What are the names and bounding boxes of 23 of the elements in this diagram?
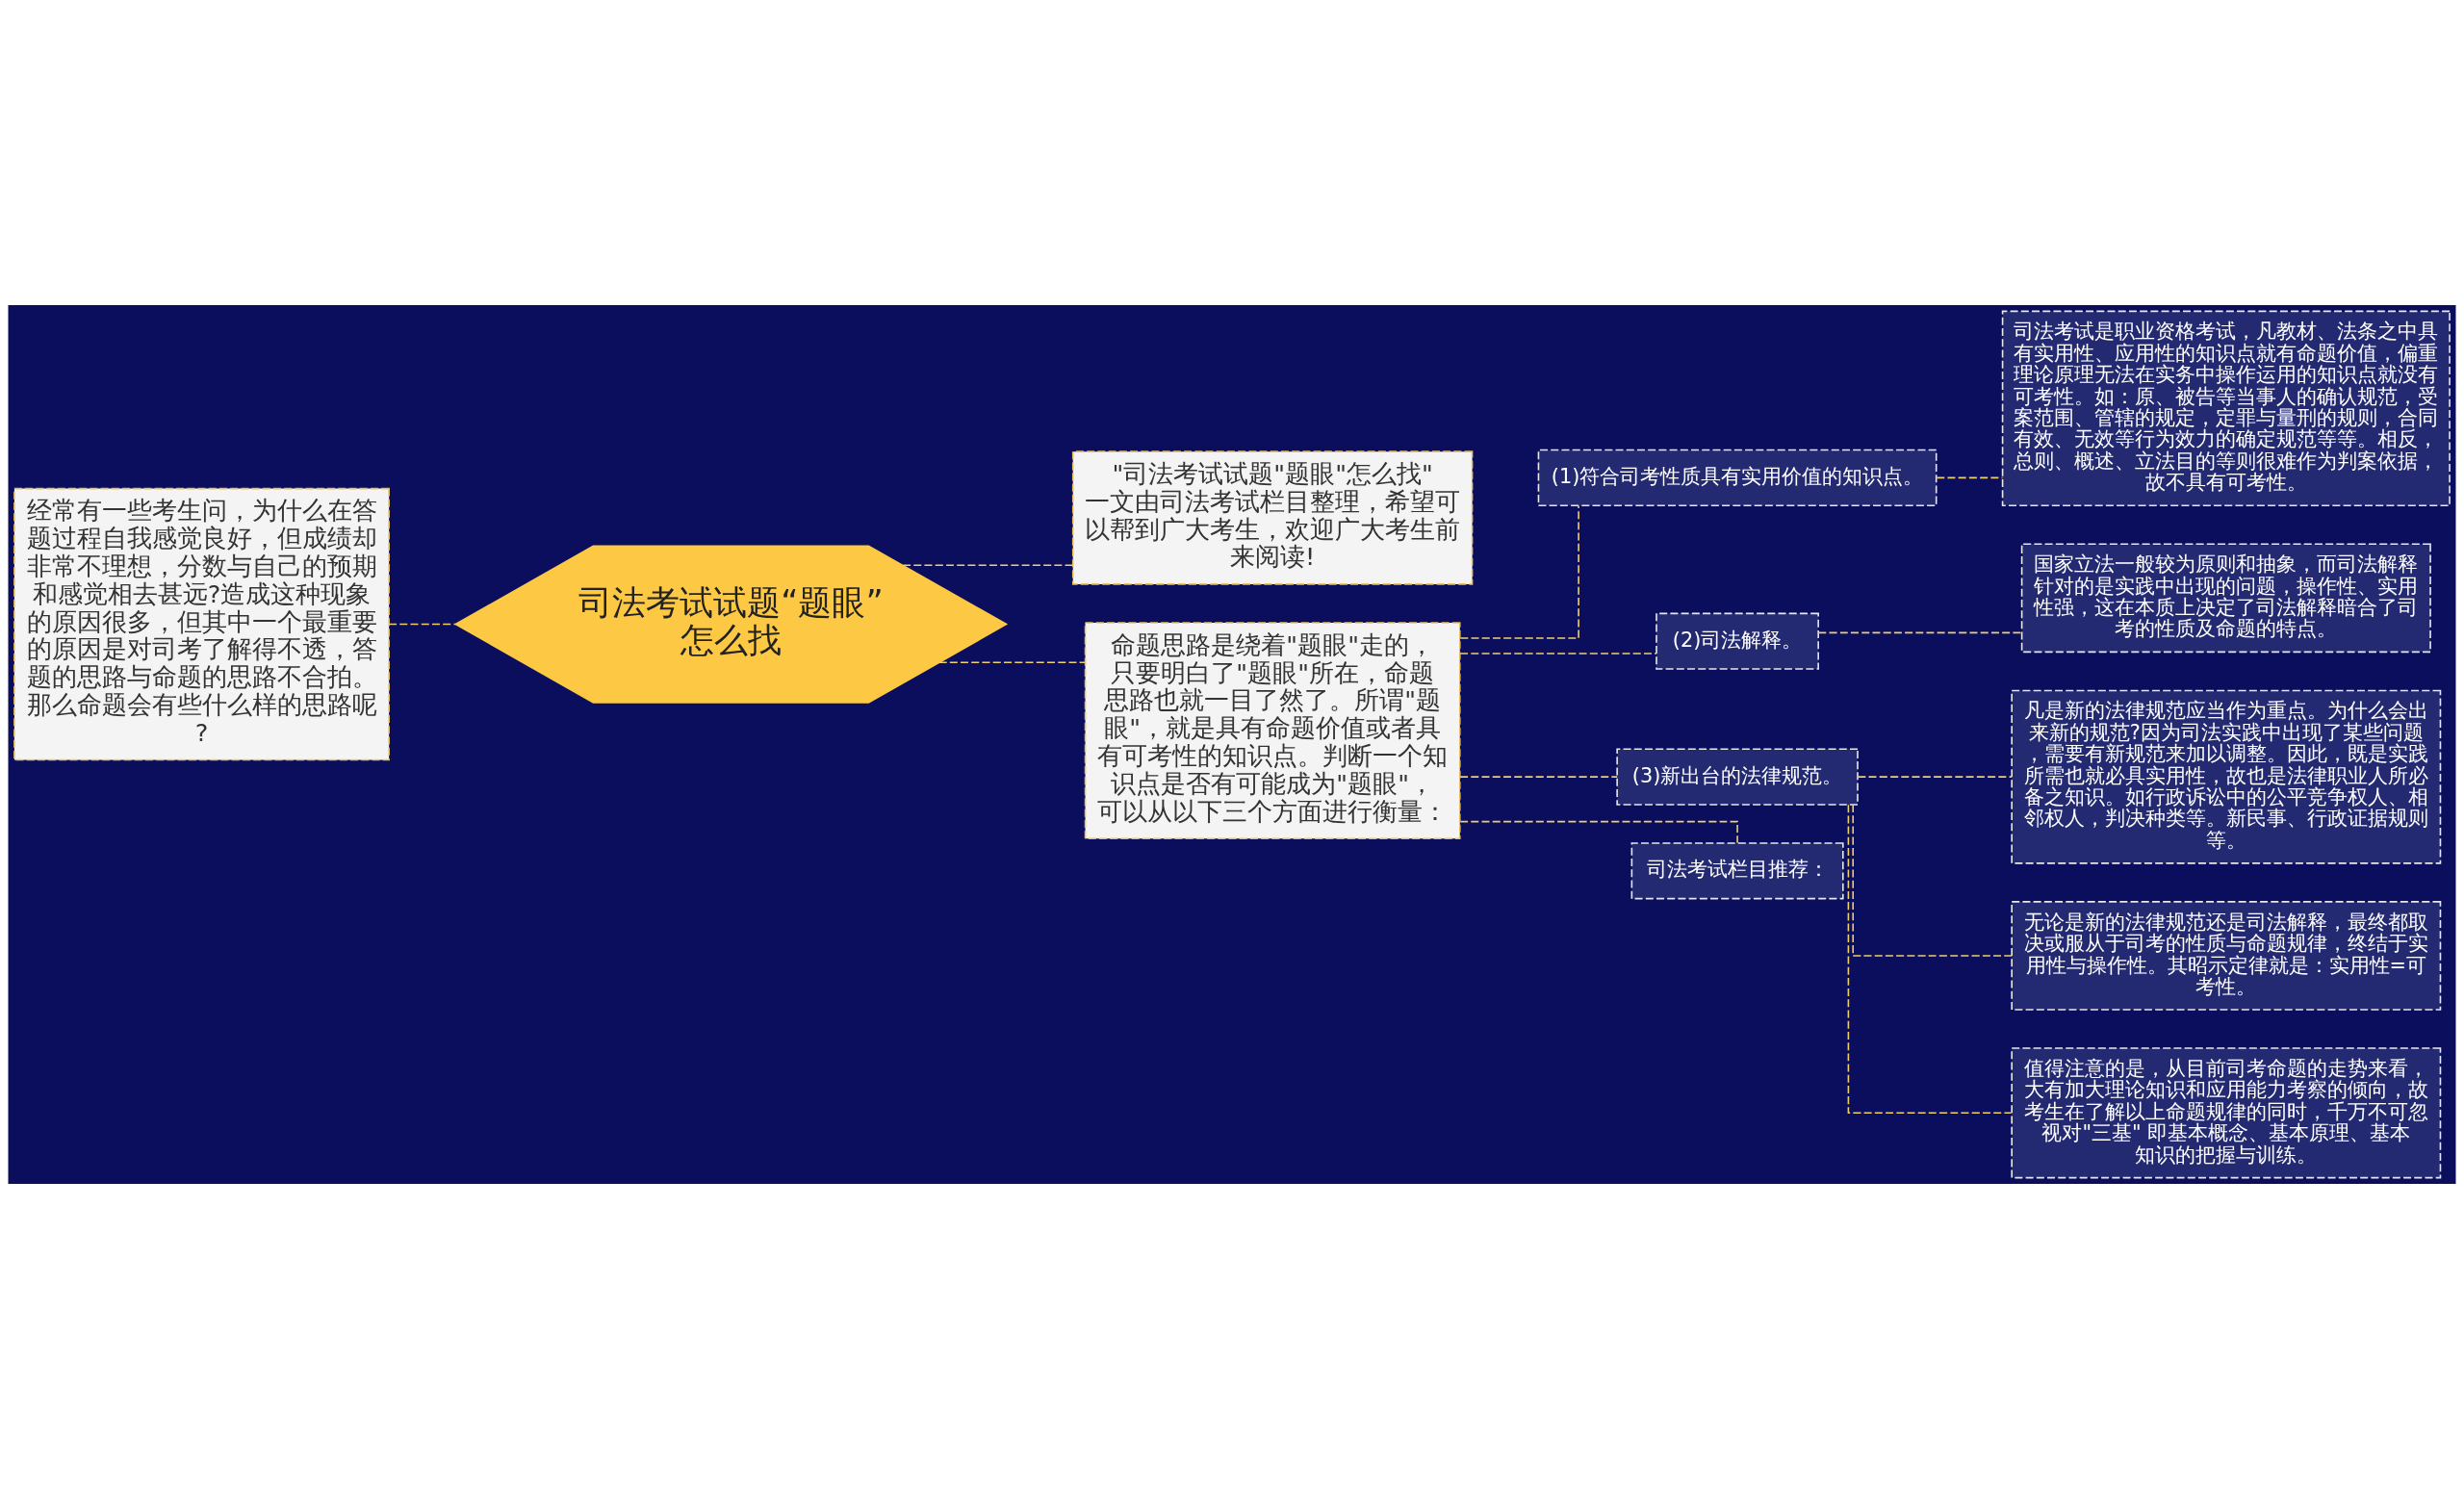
connector [1936, 476, 2004, 479]
connector [1459, 653, 1657, 655]
node-box: (3)新出台的法律规范。 [1616, 748, 1859, 806]
connector [902, 564, 1074, 566]
node-box: 国家立法一般较为原则和抽象，而司法解释针对的是实践中出现的问题，操作性、实用性强，这在本质上决定了司法解释暗合了司考的性质及命题的特点。 [2020, 543, 2431, 654]
node-box: 命题思路是绕着"题眼"走的，只要明白了"题眼"所在，命题思路也就一目了然了。所谓"题眼"，就是具有命题价值或者具有可考性的知识点。判断一个知识点是否有可能成为"题眼"，可以从以下三个方面进行衡量： [1084, 622, 1461, 839]
connector [1459, 776, 1618, 778]
connector [1857, 776, 2013, 778]
node-box: "司法考试试题"题眼"怎么找"一文由司法考试栏目整理，希望可以帮到广大考生，欢迎广大考生前来阅读! [1071, 450, 1474, 585]
node-box: 司法考试栏目推荐： [1630, 842, 1844, 900]
connector [1459, 504, 1579, 639]
node-box: 无论是新的法律规范还是司法解释，最终都取决或服从于司考的性质与命题规律，终结于实用性与操作性。其昭示定律就是：实用性=可考性。 [2011, 901, 2442, 1011]
connector [1847, 804, 2013, 1115]
connector [1817, 631, 2023, 634]
connector [1852, 804, 2013, 957]
node-box: 值得注意的是，从目前司考命题的走势来看，大有加大理论知识和应用能力考察的倾向，故考生在了解以上命题规律的同时，千万不可忽视对"三基" 即基本概念、基本原理、基本知识的把握与训练。 [2011, 1047, 2442, 1179]
node-box: 凡是新的法律规范应当作为重点。为什么会出来新的规范?因为司法实践中出现了某些问题，需要有新规范来加以调整。因此，既是实践所需也就必具实用性，故也是法律职业人所必备之知识。如行政诉讼中的公平竞争权人、相邻权人，判决种类等。新民事、行政证据规则等。 [2011, 689, 2442, 864]
node-box: (1)符合司考性质具有实用价值的知识点。 [1537, 449, 1938, 507]
connector [388, 623, 456, 626]
node-box: (2)司法解释。 [1656, 612, 1819, 670]
node-box: 经常有一些考生问，为什么在答题过程自我感觉良好，但成绩却非常不理想，分数与自己的预期和感觉相去甚远?造成这种现象的原因很多，但其中一个最重要的原因是对司考了解得不透，答题的思路与命题的思路不合拍。那么命题会有些什么样的思路呢? [13, 487, 390, 761]
node-box: 司法考试是职业资格考试，凡教材、法条之中具有实用性、应用性的知识点就有命题价值，偏重理论原理无法在实务中操作运用的知识点就没有可考性。如：原、被告等当事人的确认规范，受案范围、管辖的规定，定罪与量刑的规则，合同有效、无效等行为效力的确定规范等等。相反，总则、概述、立法目的等则很难作为判案依据，故不具有可考性。 [2001, 310, 2451, 507]
connector [938, 661, 1087, 664]
